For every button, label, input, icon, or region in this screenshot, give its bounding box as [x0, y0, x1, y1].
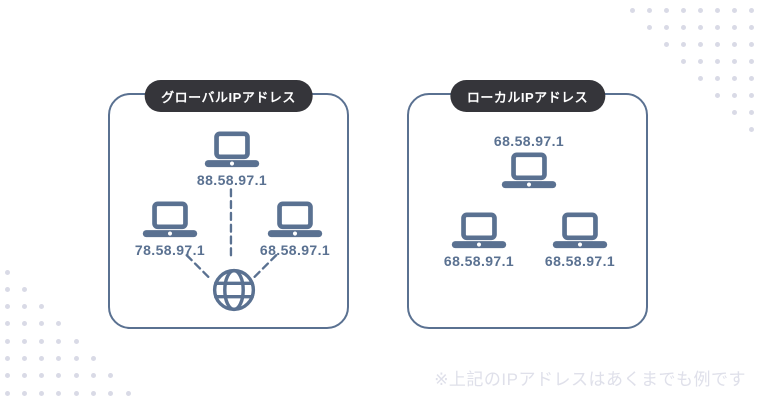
decorative-dot [4, 304, 10, 310]
decorative-dot [749, 93, 755, 98]
decorative-dot [39, 321, 45, 327]
decorative-dot [56, 356, 62, 361]
decorative-dot [715, 24, 720, 30]
decorative-dot [21, 304, 27, 310]
device-global-top: 88.58.97.1 [182, 131, 282, 188]
decorative-dot [91, 356, 96, 361]
decorative-dot [39, 390, 45, 396]
decorative-dot [108, 390, 114, 396]
ip-label: 68.58.97.1 [544, 252, 616, 269]
decorative-dot [4, 390, 10, 396]
decorative-dot [749, 41, 755, 47]
decorative-dot [21, 321, 27, 327]
decorative-dot [732, 58, 738, 64]
decorative-dot [73, 338, 79, 344]
decorative-dot [732, 93, 738, 98]
decorative-dot [39, 338, 45, 344]
decorative-dot [715, 41, 720, 47]
decorative-dot [732, 75, 738, 81]
decorative-dot [749, 127, 755, 133]
decorative-dot [715, 7, 720, 13]
globe-icon [212, 268, 256, 312]
decorative-dot [749, 24, 755, 30]
decorative-dot [91, 373, 96, 379]
decorative-dot [646, 24, 652, 30]
decorative-dot [125, 390, 131, 396]
decorative-dot [4, 338, 10, 344]
decorative-dot [715, 93, 720, 98]
decorative-dot [73, 390, 79, 396]
decorative-dot [39, 304, 45, 310]
device-global-right: 68.58.97.1 [245, 201, 345, 258]
decorative-dot [663, 24, 669, 30]
decorative-dot [21, 390, 27, 396]
decorative-dot [646, 7, 652, 13]
decorative-dot [697, 58, 703, 64]
decorative-dot [749, 110, 755, 116]
ip-label: 78.58.97.1 [134, 241, 206, 258]
decorative-dot [4, 356, 10, 361]
decorative-dot [697, 24, 703, 30]
global-ip-panel-title: グローバルIPアドレス [144, 80, 313, 112]
decorative-dot [56, 390, 62, 396]
decorative-dot [732, 41, 738, 47]
device-local-right: 68.58.97.1 [530, 212, 630, 269]
decorative-dot [56, 373, 62, 379]
decorative-dot [697, 75, 703, 81]
decorative-dot [39, 356, 45, 361]
decorative-dot [663, 41, 669, 47]
device-local-left: 68.58.97.1 [429, 212, 529, 269]
decorative-dot [4, 321, 10, 327]
decorative-dot [663, 7, 669, 13]
decorative-dot [629, 7, 635, 13]
device-global-left: 78.58.97.1 [120, 201, 220, 258]
decorative-dot [56, 338, 62, 344]
decorative-dot [39, 373, 45, 379]
decorative-dot [73, 356, 79, 361]
decorative-dot [680, 7, 686, 13]
ip-label: 68.58.97.1 [259, 241, 331, 258]
decorative-dot [680, 58, 686, 64]
decorative-dot [749, 7, 755, 13]
footnote-note: ※上記のIPアドレスはあくまでも例です [434, 370, 746, 389]
global-ip-panel: グローバルIPアドレス 88.58.97.1 78.58.97.1 [108, 80, 349, 329]
decorative-dot [697, 41, 703, 47]
laptop-icon [142, 201, 198, 238]
decorative-dot [715, 75, 720, 81]
local-ip-panel: ローカルIPアドレス 68.58.97.1 68.58.97.1 [407, 80, 648, 329]
decorative-dot [73, 373, 79, 379]
decorative-dot [21, 356, 27, 361]
laptop-icon [267, 201, 323, 238]
laptop-icon [204, 131, 260, 168]
laptop-icon [501, 152, 557, 189]
decorative-dot [732, 24, 738, 30]
decorative-dot [715, 58, 720, 64]
decorative-dot [21, 286, 27, 292]
decorative-dot [4, 286, 10, 292]
ip-label: 88.58.97.1 [196, 171, 268, 188]
decorative-dot [732, 110, 738, 116]
decorative-dot [56, 321, 62, 327]
ip-label: 68.58.97.1 [443, 252, 515, 269]
decorative-dot [732, 7, 738, 13]
decorative-dot [697, 7, 703, 13]
decorative-dot [21, 373, 27, 379]
decorative-dot [680, 24, 686, 30]
ip-label: 68.58.97.1 [493, 133, 565, 149]
decorative-dot [749, 58, 755, 64]
local-ip-panel-title: ローカルIPアドレス [449, 80, 606, 112]
device-local-top: 68.58.97.1 [479, 133, 579, 190]
decorative-dot [749, 75, 755, 81]
decorative-dot [108, 373, 114, 379]
decorative-dot [4, 373, 10, 379]
laptop-icon [552, 212, 608, 249]
decorative-dot [21, 338, 27, 344]
decorative-dot [680, 41, 686, 47]
decorative-dot [4, 269, 10, 275]
laptop-icon [451, 212, 507, 249]
decorative-dot [91, 390, 96, 396]
